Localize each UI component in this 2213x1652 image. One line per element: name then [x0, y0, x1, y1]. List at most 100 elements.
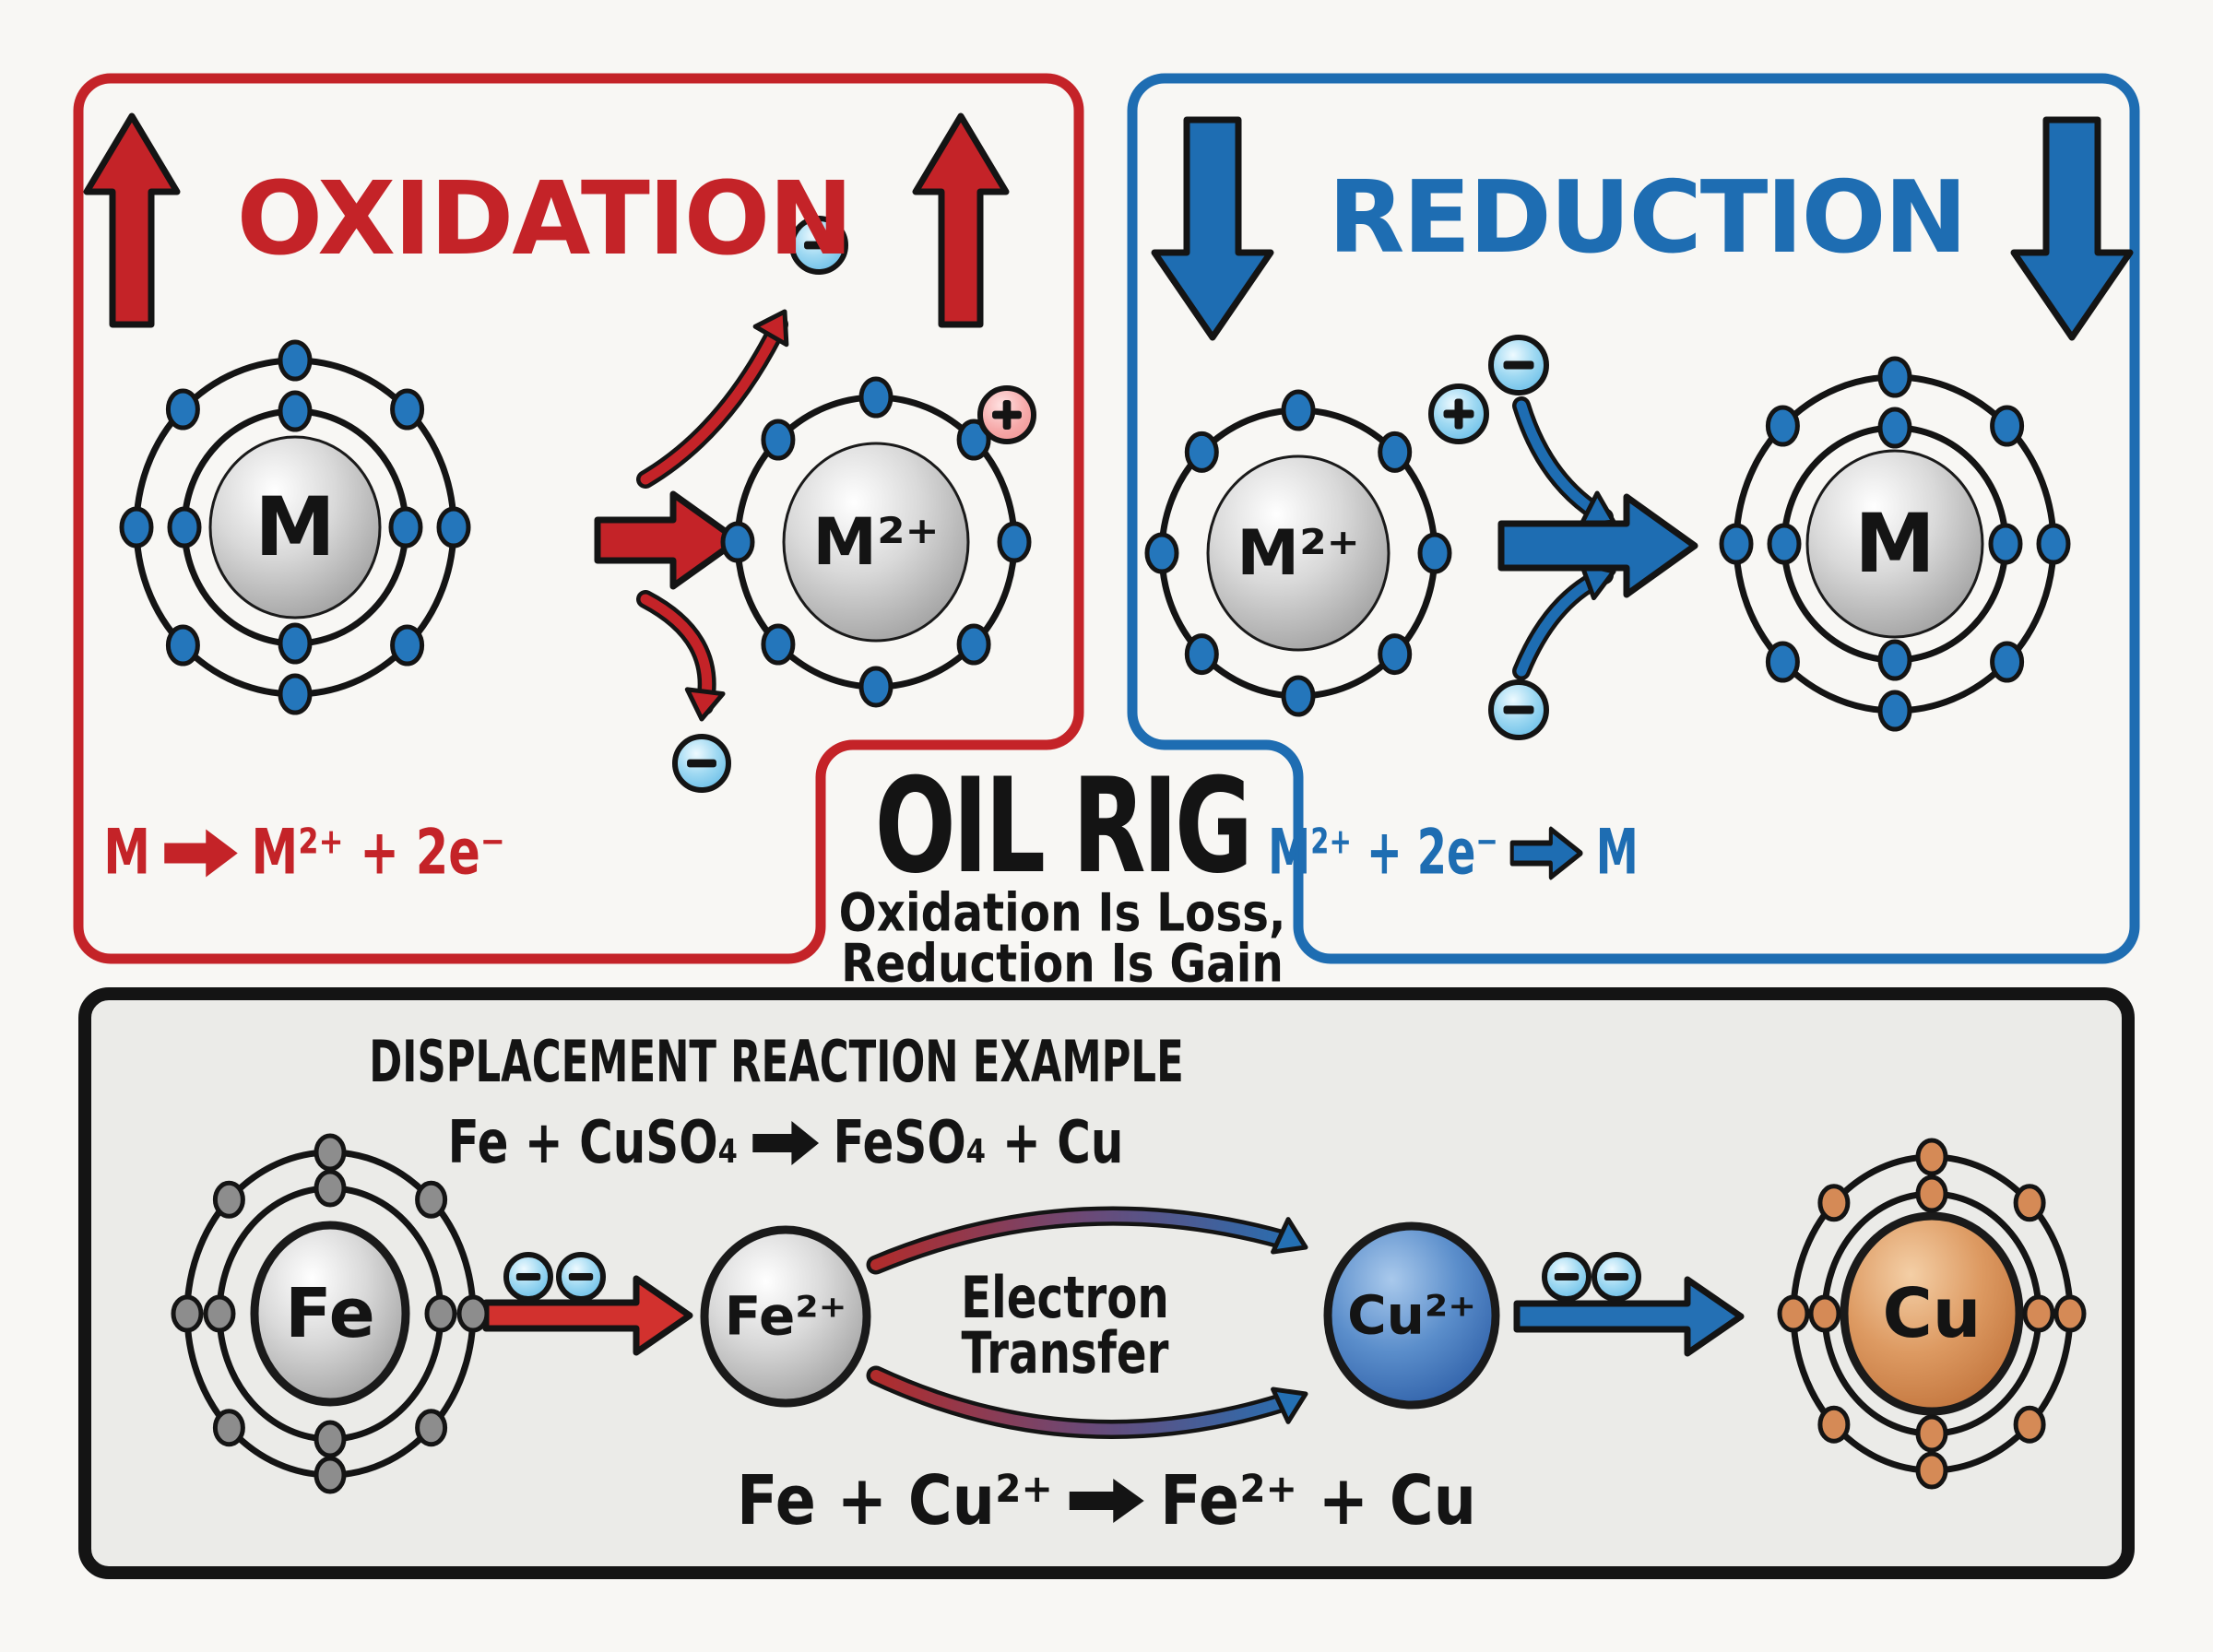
cu-atom: Cu — [1777, 1138, 2087, 1490]
electron-transfer-label-line1: Electron — [961, 1264, 1169, 1331]
electron — [212, 1180, 245, 1219]
arrow-head — [752, 309, 789, 348]
oxidation-equation: M M²⁺ + 2e⁻ — [103, 817, 505, 890]
electron — [165, 624, 200, 667]
right-arrow-icon — [752, 1121, 819, 1165]
electron-loss-arrow-down — [636, 590, 726, 722]
electron — [1990, 405, 2025, 447]
electron — [1808, 1294, 1841, 1333]
nucleus-sphere — [1805, 449, 1984, 639]
electron — [1915, 1414, 1948, 1453]
electron — [1281, 389, 1316, 431]
electron — [1817, 1405, 1851, 1444]
electron — [415, 1409, 448, 1447]
nucleus-sphere — [1323, 1221, 1500, 1410]
electron — [167, 506, 202, 549]
electron — [858, 376, 893, 419]
atom-label: Fe²⁺ — [725, 1285, 847, 1348]
electron — [761, 623, 796, 666]
atom-label: M²⁺ — [812, 504, 939, 580]
electron — [2013, 1184, 2046, 1222]
electron — [1765, 641, 1800, 683]
reduction-plus-particle — [1428, 384, 1489, 444]
cu-reduction-arrow — [1513, 1276, 1745, 1357]
mnemonic-title: OIL RIG — [874, 750, 1253, 903]
electron — [1817, 1184, 1851, 1222]
electron — [2053, 1294, 2087, 1333]
electron — [1990, 641, 2025, 683]
gained-electron-upper — [1488, 335, 1549, 395]
electron — [390, 624, 425, 667]
electron — [1777, 1294, 1810, 1333]
sign-bar — [687, 759, 716, 768]
right-arrow-icon — [1509, 826, 1583, 879]
electron-transfer-label-line2: Transfer — [961, 1319, 1169, 1386]
electron — [278, 339, 313, 382]
nucleus-sphere — [700, 1225, 871, 1408]
displacement-equation-top: Fe + CuSO₄ FeSO₄ + Cu — [448, 1109, 1124, 1177]
electron — [278, 390, 313, 432]
electron — [1988, 523, 2023, 565]
lost-electron-upper — [789, 216, 848, 275]
electron — [1417, 532, 1452, 574]
electron — [1378, 431, 1413, 473]
electron-transfer-arc-lower — [866, 1365, 1308, 1439]
electron — [1877, 690, 1912, 732]
reduction-down-arrow-left — [1151, 116, 1274, 341]
sign-bar — [1002, 400, 1012, 430]
electron — [858, 666, 893, 708]
electron — [1719, 523, 1754, 565]
electron — [956, 419, 991, 461]
arrow-head — [684, 687, 726, 722]
m2plus-atom-oxidation: M²⁺ — [720, 376, 1032, 708]
electron — [171, 1294, 204, 1333]
electron — [212, 1409, 245, 1447]
electron — [956, 623, 991, 666]
sign-bar — [804, 241, 834, 250]
nucleus-sphere — [250, 1221, 410, 1407]
oxidation-box-border — [73, 73, 1084, 964]
cu2plus-ion: Cu²⁺ — [1323, 1221, 1500, 1410]
electron — [1877, 356, 1912, 398]
electron — [119, 506, 154, 549]
sign-bar — [1503, 705, 1534, 714]
electron — [1184, 633, 1219, 676]
m-atom-reduction: M — [1719, 356, 2071, 732]
electron — [415, 1180, 448, 1219]
sign-bar — [1554, 1273, 1580, 1280]
electron — [1877, 639, 1912, 681]
sign-bar — [1604, 1273, 1629, 1280]
fe-lost-electron-1 — [503, 1252, 553, 1302]
cu-gained-electron-1 — [1542, 1252, 1592, 1302]
m-atom-oxidation: M — [119, 339, 471, 715]
electron — [1765, 405, 1800, 447]
arrow-head — [1271, 1386, 1308, 1424]
reduction-down-arrow-right — [2010, 116, 2134, 341]
oxidation-title: OXIDATION — [236, 159, 854, 277]
electron — [314, 1456, 347, 1494]
electron — [424, 1294, 457, 1333]
atom-label: Fe — [285, 1274, 375, 1353]
electron — [2036, 523, 2071, 565]
displacement-equation-bottom: Fe + Cu²⁺ Fe²⁺ + Cu — [737, 1461, 1476, 1540]
electron — [1915, 1138, 1948, 1176]
electron — [720, 521, 755, 563]
reduction-box-border — [1127, 73, 2140, 964]
electron — [997, 521, 1032, 563]
electron-transfer-arc-upper — [866, 1206, 1308, 1275]
electron — [761, 419, 796, 461]
arrow-body — [870, 1210, 1289, 1270]
positive-charge-badge — [977, 385, 1036, 444]
atom-label: Cu — [1883, 1274, 1982, 1353]
electron — [388, 506, 423, 549]
atom-label: M — [1854, 496, 1935, 591]
electron-gain-arrow-lower — [1512, 561, 1616, 680]
electron — [278, 673, 313, 715]
oxidation-equation-left: M — [103, 816, 151, 890]
electron — [314, 1420, 347, 1458]
right-arrow-icon — [164, 829, 238, 877]
nucleus-sphere — [1206, 454, 1391, 652]
electron-loss-arrow-up — [636, 309, 789, 489]
nucleus-sphere — [1840, 1211, 2024, 1416]
